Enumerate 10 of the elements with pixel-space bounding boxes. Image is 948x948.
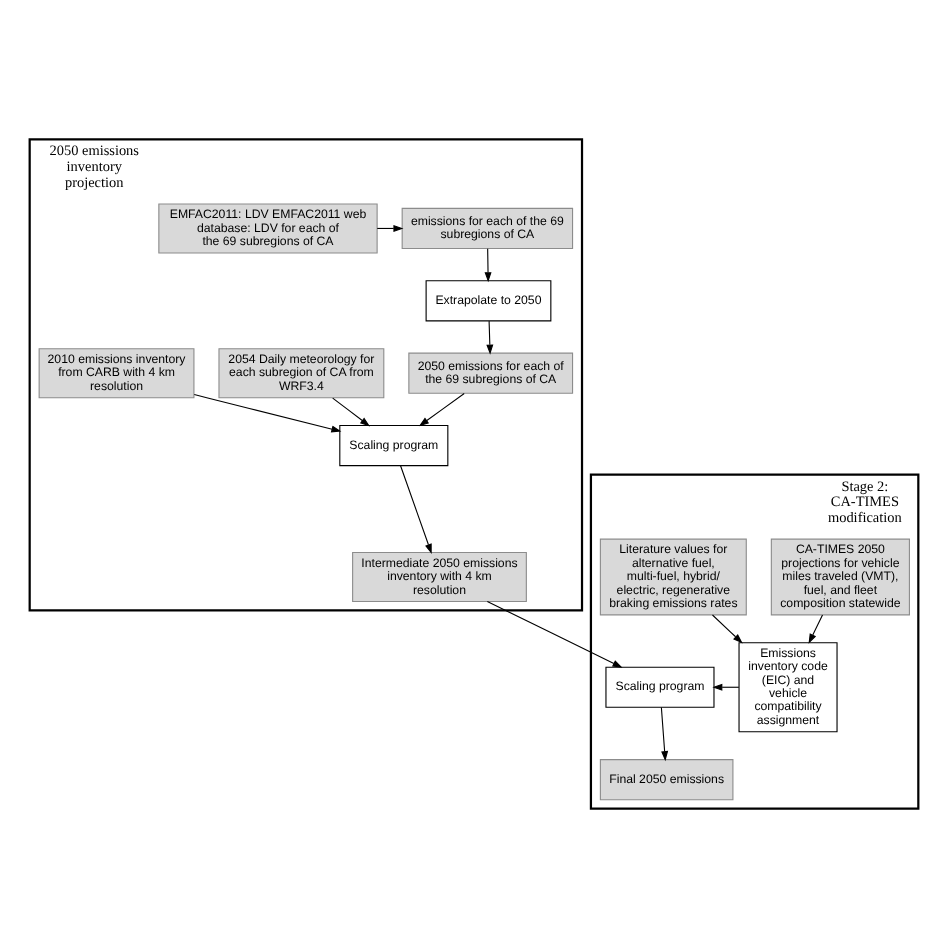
arrow bbox=[486, 601, 623, 668]
arrow bbox=[808, 614, 824, 644]
arrow bbox=[486, 320, 494, 355]
arrow bbox=[193, 393, 342, 433]
arrow bbox=[332, 397, 371, 427]
arrow bbox=[484, 248, 492, 283]
arrow bbox=[660, 706, 669, 762]
arrow bbox=[711, 614, 743, 644]
arrow bbox=[418, 392, 465, 427]
arrow bbox=[400, 465, 432, 554]
